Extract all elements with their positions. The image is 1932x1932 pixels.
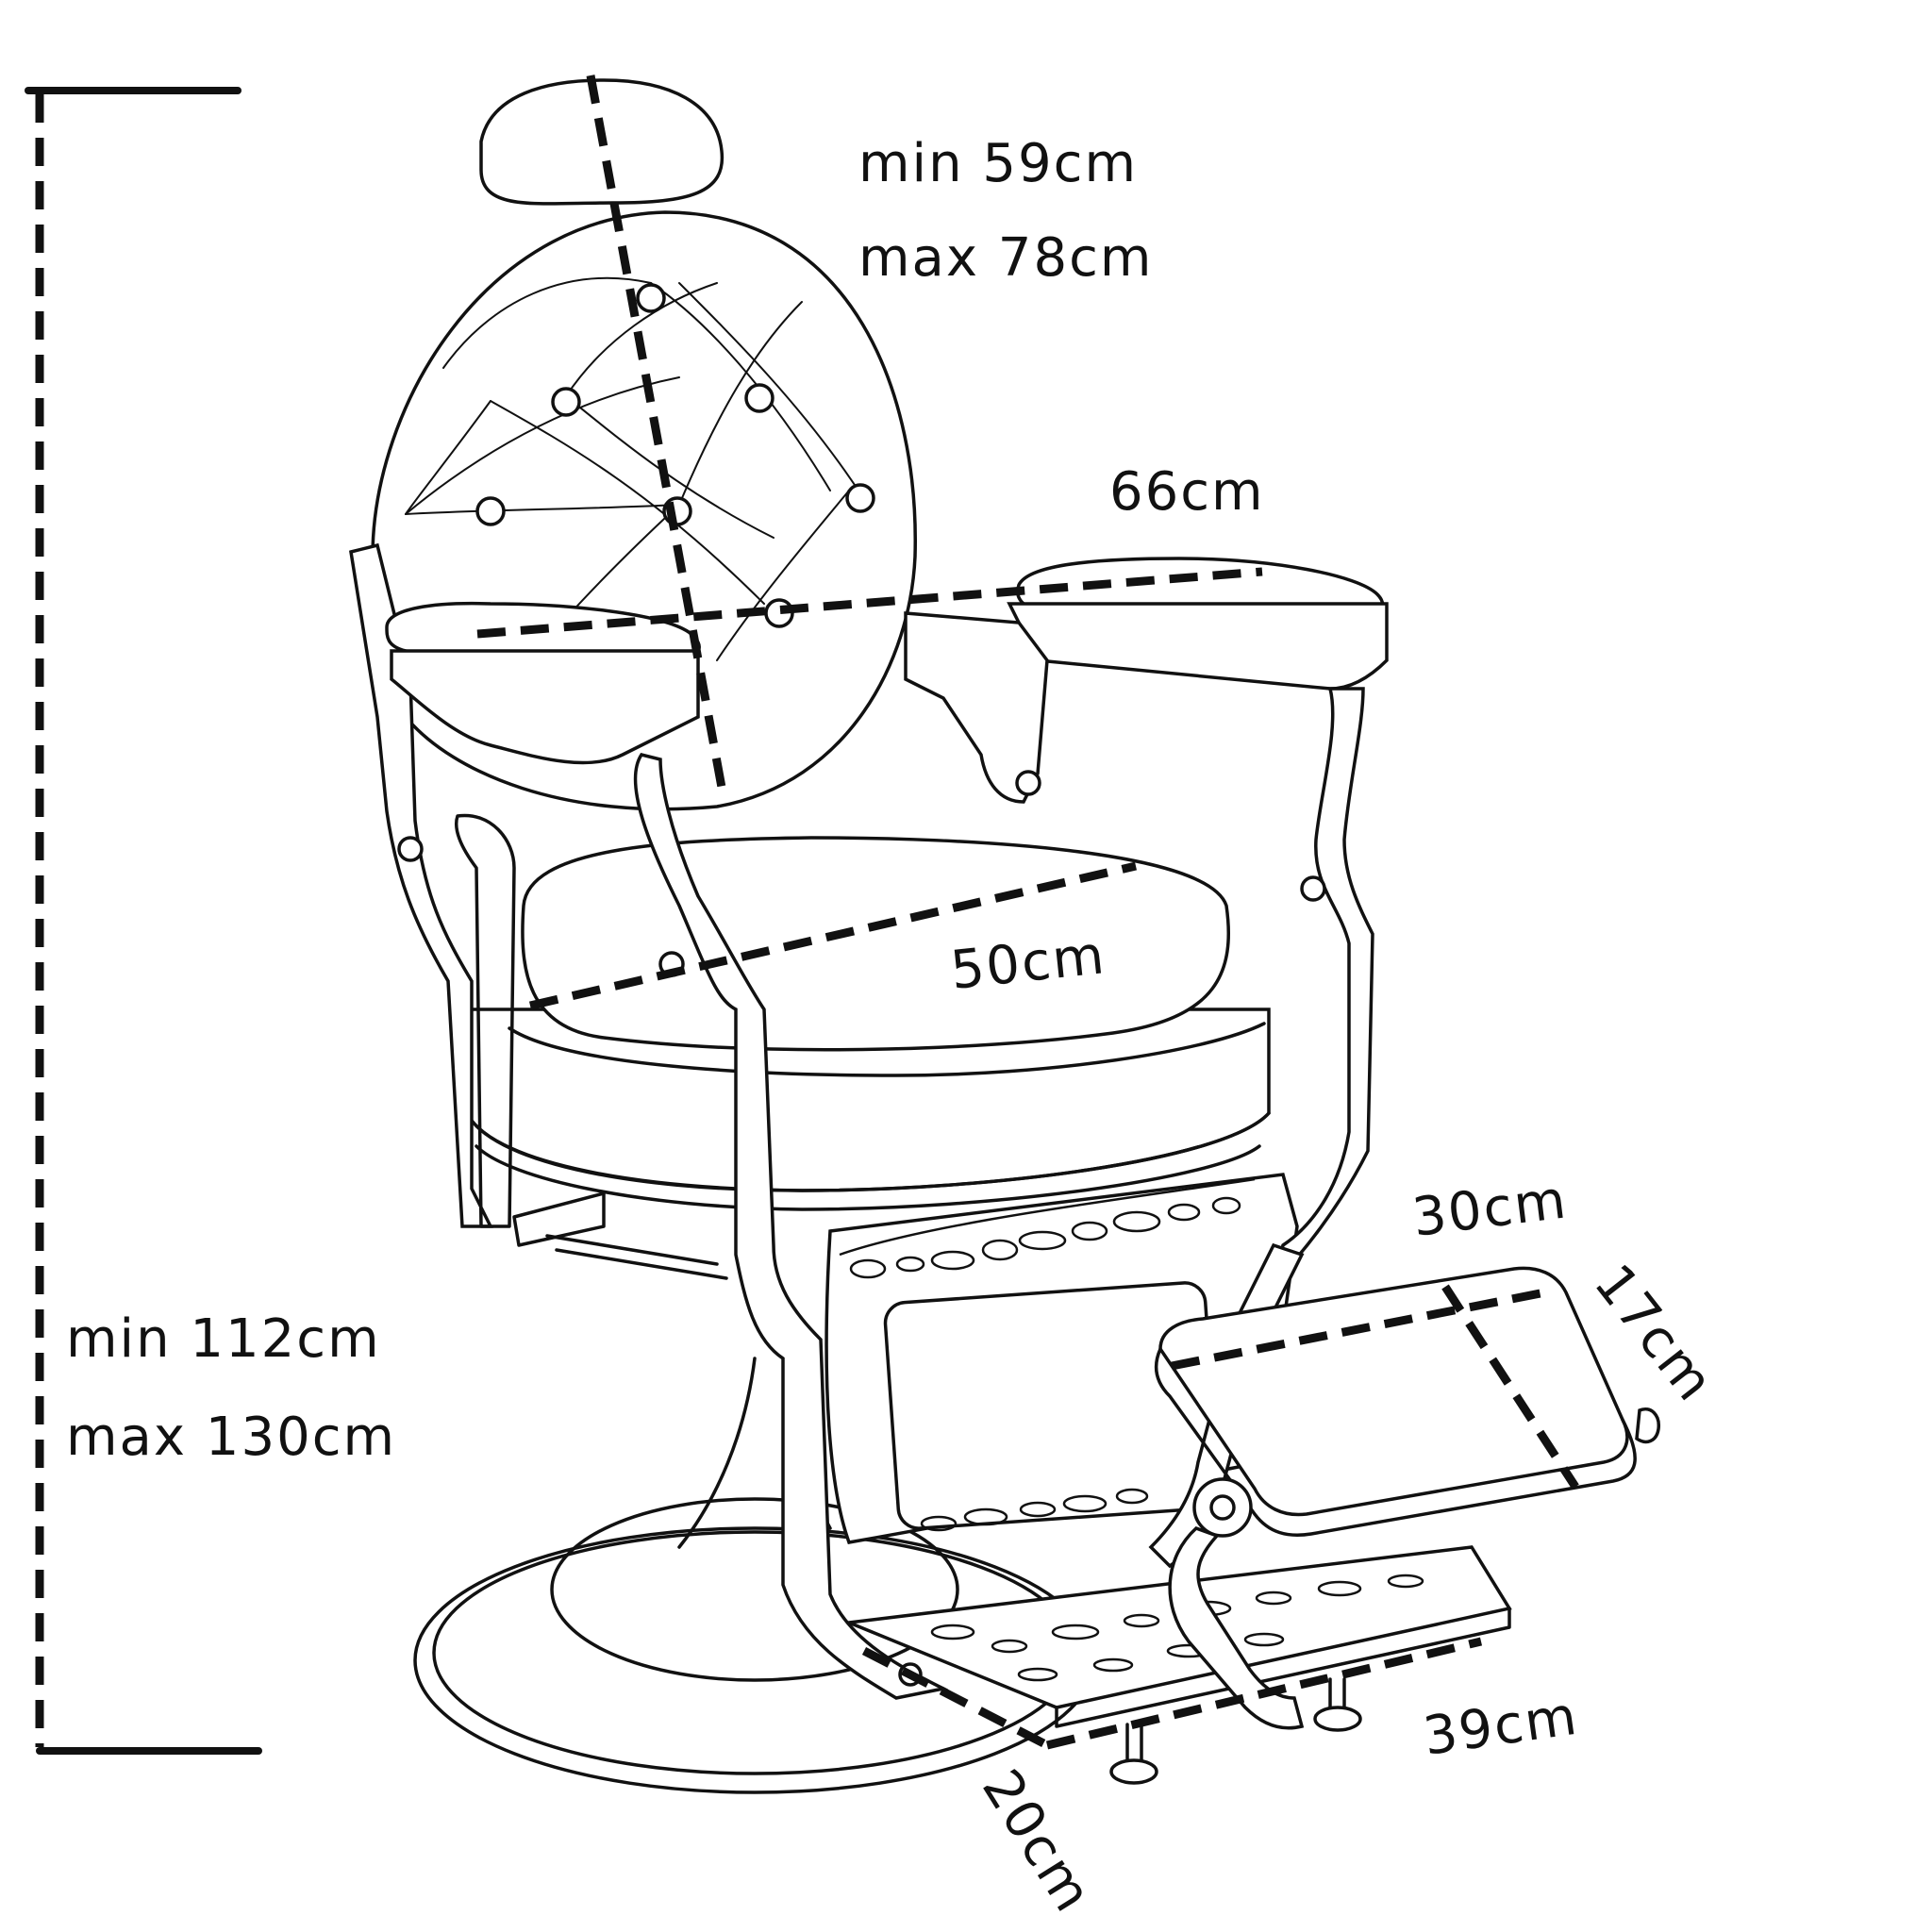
- barber-chair-drawing: [349, 78, 1660, 1794]
- arm-width-line: [476, 567, 1263, 639]
- label-height-min: min 112cm: [66, 1308, 381, 1370]
- label-base-depth: 20cm: [970, 1759, 1104, 1924]
- footrest-width-line: [1171, 1288, 1546, 1371]
- lower-housing: [824, 1173, 1299, 1544]
- tufting-buttons: [475, 283, 875, 628]
- seat-mechanism: [512, 1191, 728, 1280]
- label-base-width: 39cm: [1420, 1686, 1582, 1768]
- label-backrest-min: min 59cm: [858, 133, 1138, 194]
- footrest-depth-line: [1441, 1284, 1579, 1490]
- leveling-feet: [1109, 1677, 1362, 1785]
- label-backrest-max: max 78cm: [858, 227, 1153, 289]
- seat: [465, 836, 1271, 1211]
- backrest-height-line: [586, 75, 727, 793]
- ornament-scrollwork: [849, 1196, 1241, 1532]
- label-footrest-width: 30cm: [1409, 1169, 1571, 1249]
- armrest-left: [385, 601, 949, 1700]
- back-frame: [349, 542, 516, 1228]
- base-depth-line: [861, 1647, 1050, 1749]
- seat-width-line: [528, 861, 1138, 1010]
- footrest: [898, 1266, 1660, 1730]
- label-arm-width: 66cm: [1109, 461, 1265, 523]
- dimension-lines: [25, 75, 1579, 1755]
- base-width-line: [1045, 1637, 1483, 1750]
- label-height-max: max 130cm: [66, 1407, 396, 1468]
- height-bracket: [25, 87, 262, 1755]
